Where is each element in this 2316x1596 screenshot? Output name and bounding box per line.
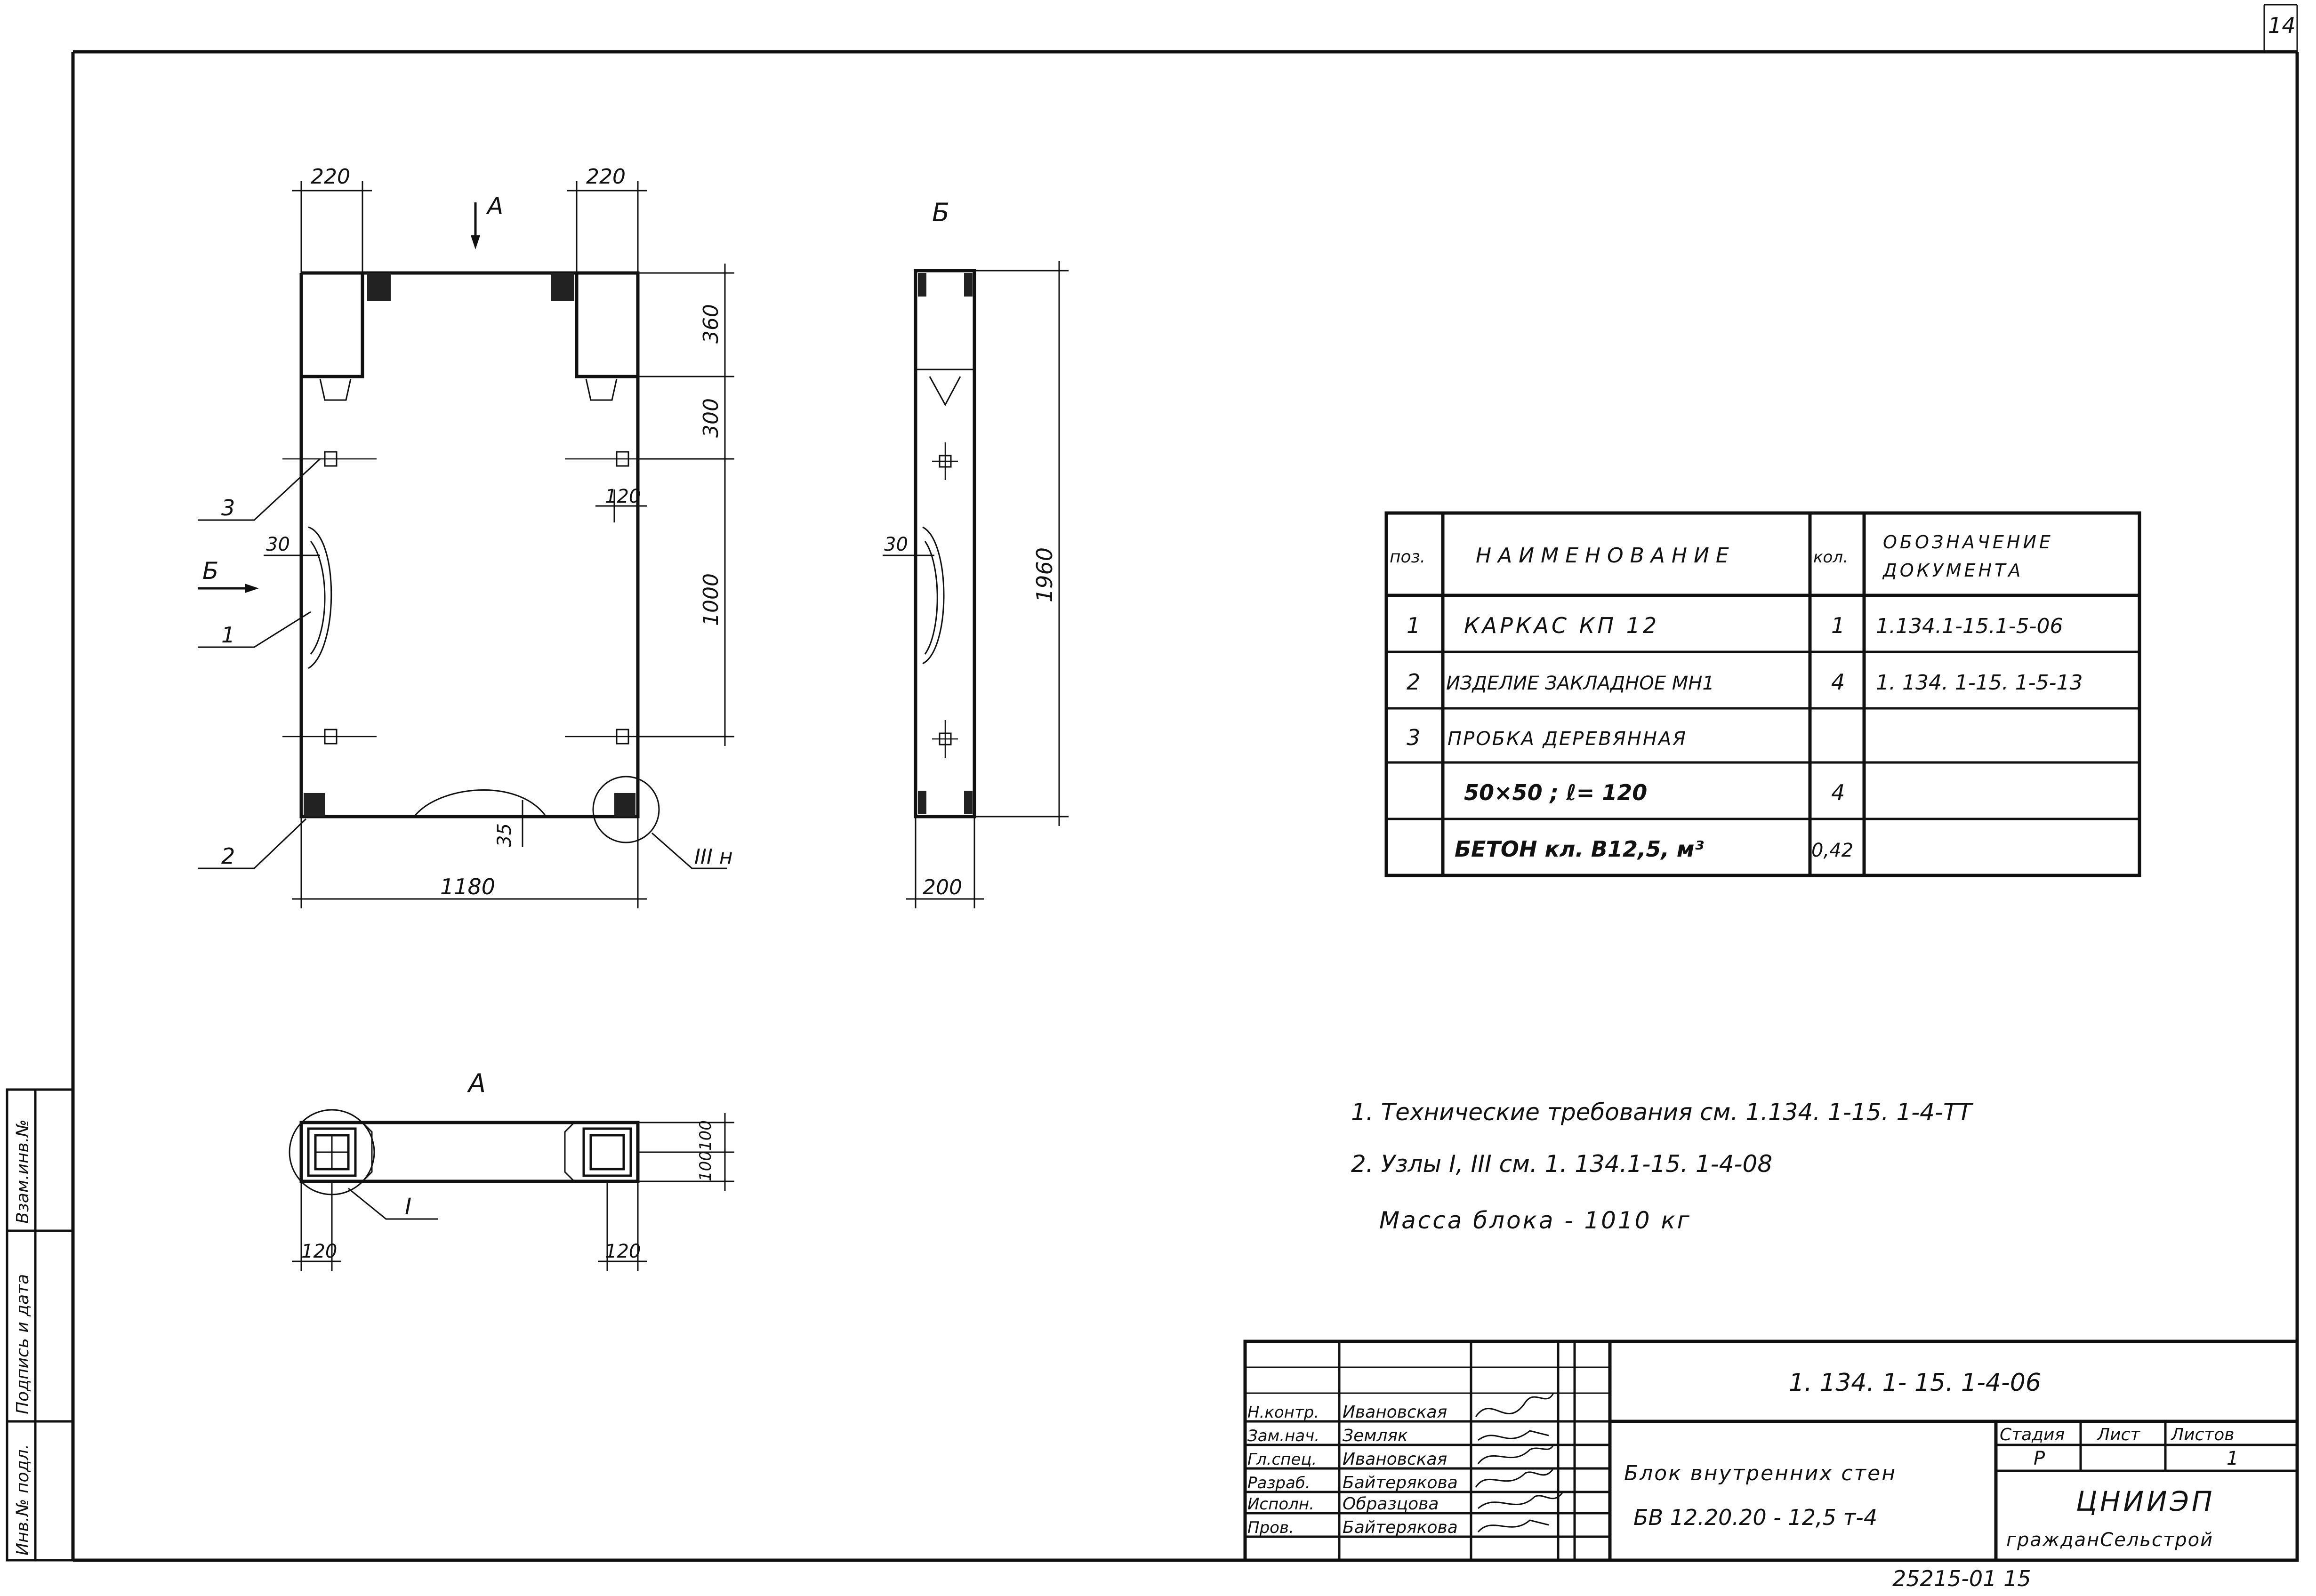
signatures (1475, 1393, 1564, 1532)
callout-2: 2 (221, 843, 235, 869)
view-a-dim-top: 100 (696, 1151, 715, 1181)
dim-width-1180: 1180 (440, 874, 495, 899)
title-block-org-1: ЦНИИЭП (2076, 1485, 2215, 1517)
dim-bottom-35: 35 (494, 823, 515, 847)
spec-row-4-qty: 4 (1831, 780, 1845, 805)
spec-header-name: НАИМЕНОВАНИЕ (1476, 544, 1736, 568)
staff-role-2: Зам.нач. (1247, 1427, 1319, 1445)
view-a (289, 1109, 734, 1271)
plan-view (198, 181, 734, 908)
view-a-title: А (467, 1068, 486, 1098)
dim-right-1000: 1000 (699, 573, 723, 626)
note-1: 1. Технические требования см. 1.134. 1-1… (1351, 1099, 1974, 1126)
spec-row-3-pos: 3 (1407, 725, 1420, 750)
strip-label-inv: Инв.№ подл. (13, 1444, 32, 1556)
strip-label-replace: Взам.инв.№ (13, 1119, 32, 1224)
plan-embed-hatches (304, 273, 635, 817)
spec-table (1384, 511, 2141, 877)
spec-header-qty: кол. (1813, 548, 1848, 567)
title-block-sheets-header: Листов (2170, 1425, 2234, 1444)
title-block-stage: Р (2034, 1448, 2045, 1469)
dim-top-left: 220 (311, 165, 350, 189)
view-a-dim-top2: 100 (696, 1120, 715, 1151)
section-b-title: Б (932, 198, 949, 227)
arrow-label-b: Б (202, 557, 218, 585)
note-mass: Масса блока - 1010 кг (1379, 1207, 1691, 1234)
spec-row-1-name: КАРКАС КП 12 (1464, 613, 1659, 638)
staff-role-5: Исполн. (1247, 1495, 1314, 1514)
dim-right-300: 300 (699, 398, 723, 438)
spec-row-1-doc: 1.134.1-15.1-5-06 (1876, 614, 2063, 638)
spec-row-5-name: БЕТОН кл. В12,5, м³ (1455, 836, 1704, 862)
staff-role-4: Разраб. (1247, 1474, 1311, 1492)
spec-header-doc-2: ДОКУМЕНТА (1882, 560, 2023, 581)
spec-row-2-qty: 4 (1831, 669, 1845, 695)
spec-row-2-name: ИЗДЕЛИЕ ЗАКЛАДНОЕ МН1 (1446, 673, 1714, 694)
dim-top-right: 220 (586, 165, 626, 189)
spec-row-2-pos: 2 (1407, 669, 1420, 695)
title-block-sheets: 1 (2227, 1448, 2238, 1469)
bottom-stamp: 25215-01 15 (1892, 1566, 2031, 1591)
arrow-label-a: А (486, 192, 503, 220)
view-a-dim-right: 120 (605, 1241, 641, 1262)
section-b-dim-1960: 1960 (1032, 547, 1057, 602)
staff-role-3: Гл.спец. (1247, 1450, 1317, 1469)
section-b-dim-200: 200 (923, 875, 962, 899)
spec-row-3-name: ПРОБКА ДЕРЕВЯННАЯ (1448, 728, 1687, 750)
page-number: 14 (2268, 13, 2296, 38)
title-block-sheet-header: Лист (2096, 1425, 2140, 1444)
strip-label-sign: Подпись и дата (13, 1274, 32, 1414)
spec-header-doc-1: ОБОЗНАЧЕНИЕ (1883, 532, 2053, 553)
spec-row-1-pos: 1 (1407, 613, 1420, 638)
title-block-org-2: гражданСельстрой (2006, 1529, 2213, 1551)
staff-name-1: Ивановская (1343, 1403, 1447, 1422)
staff-name-5: Образцова (1343, 1494, 1439, 1514)
staff-name-4: Байтерякова (1343, 1473, 1458, 1492)
sheet-frame (71, 4, 2299, 1562)
title-block-description-1: Блок внутренних стен (1624, 1461, 1897, 1485)
title-block-stage-header: Стадия (2000, 1425, 2065, 1444)
dim-inner-120: 120 (605, 486, 641, 507)
spec-row-2-doc: 1. 134. 1-15. 1-5-13 (1876, 671, 2083, 695)
node-label-iii: III н (694, 845, 733, 869)
spec-row-5-qty: 0,42 (1811, 840, 1853, 861)
view-a-node-label: I (405, 1194, 411, 1220)
spec-header-pos: поз. (1390, 547, 1425, 567)
staff-name-3: Ивановская (1343, 1450, 1447, 1469)
staff-name-6: Байтерякова (1343, 1518, 1458, 1537)
left-strip (6, 1088, 74, 1562)
staff-name-2: Земляк (1343, 1426, 1408, 1445)
dim-left-30: 30 (266, 534, 290, 555)
note-2: 2. Узлы I, III см. 1. 134.1-15. 1-4-08 (1351, 1150, 1772, 1178)
spec-row-1-qty: 1 (1831, 613, 1845, 638)
staff-role-1: Н.контр. (1247, 1403, 1319, 1422)
staff-role-6: Пров. (1247, 1518, 1294, 1537)
title-block-description-2: БВ 12.20.20 - 12,5 т-4 (1633, 1505, 1877, 1530)
callout-3: 3 (221, 495, 235, 521)
spec-row-4-name: 50×50 ; ℓ= 120 (1464, 780, 1647, 805)
view-a-dim-left: 120 (301, 1241, 337, 1262)
dim-right-360: 360 (699, 304, 723, 344)
section-b-dim-30: 30 (884, 534, 908, 555)
title-block (1243, 1339, 2299, 1562)
callout-1: 1 (221, 622, 235, 648)
title-block-code: 1. 134. 1- 15. 1-4-06 (1789, 1369, 2041, 1397)
section-b-view (883, 261, 1069, 908)
